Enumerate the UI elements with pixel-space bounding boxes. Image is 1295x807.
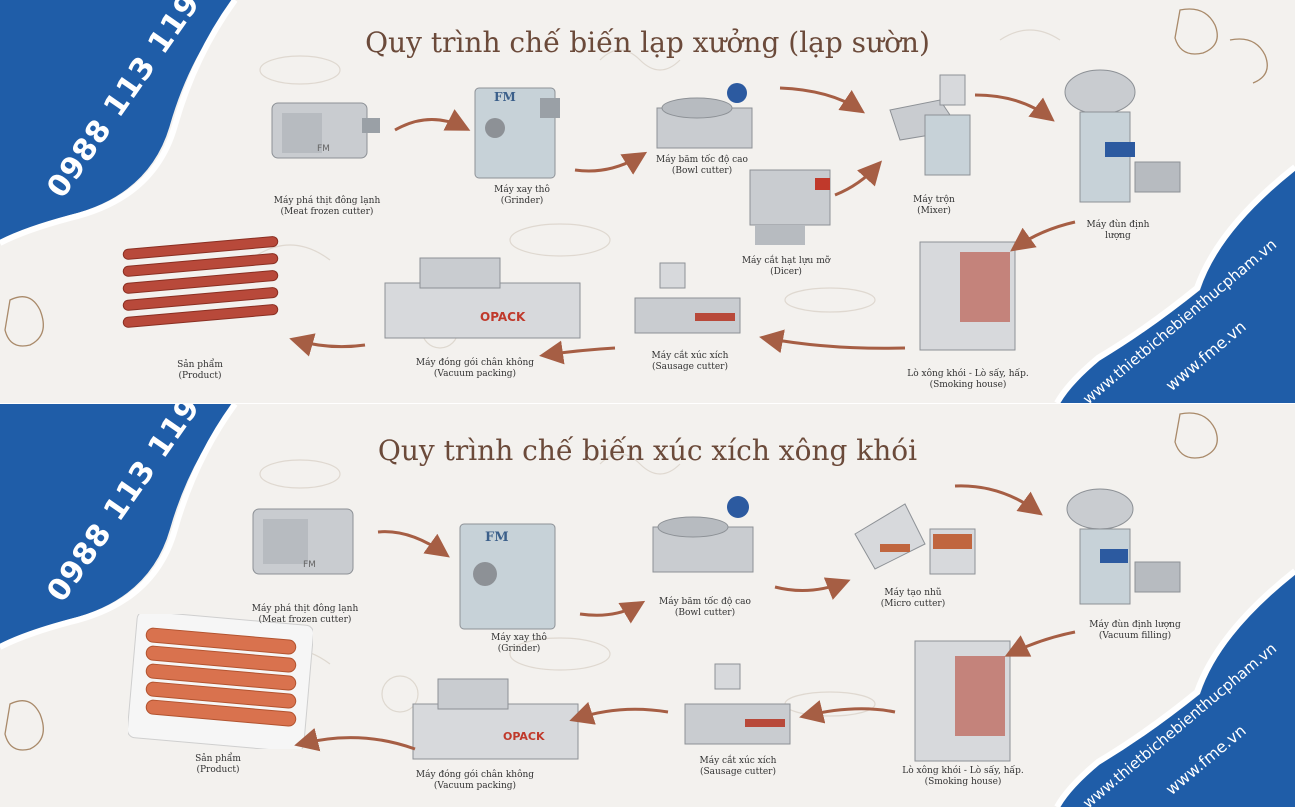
- step-label-bowl-cutter: Máy băm tốc độ cao(Bowl cutter): [659, 597, 751, 618]
- step-label-grinder: Máy xay thô(Grinder): [494, 185, 550, 206]
- step-label-vacuum-packing: Máy đóng gói chân không(Vacuum packing): [415, 770, 535, 791]
- sausage-cutter-image: [684, 663, 791, 745]
- step-label-product: Sản phẩm(Product): [195, 754, 241, 775]
- sausage-cutter-image: [634, 262, 741, 334]
- flow-arrows: [294, 484, 1076, 752]
- product-hotdog-image: [128, 614, 313, 749]
- step-label-smoking-house: Lò xông khói - Lò sấy, hấp.(Smoking hous…: [902, 766, 1024, 787]
- step-label-bowl-cutter: Máy băm tốc độ cao(Bowl cutter): [656, 155, 748, 176]
- step-label-vacuum-packing: Máy đóng gói chân không(Vacuum packing): [415, 358, 535, 379]
- step-label-vacuum-filler: Máy đùn định lượng(Vacuum filling): [1089, 620, 1181, 641]
- grinder-image: FM: [474, 87, 560, 179]
- meat-frozen-cutter-image: FM: [252, 508, 354, 575]
- fm-logo: FM: [317, 144, 330, 154]
- bowl-cutter-image: [656, 83, 753, 149]
- vacuum-filler-image: [1066, 488, 1181, 605]
- process-panel-lap-xuong: 0988 113 119 www.thietbichebienthucpham.…: [0, 0, 1295, 403]
- fm-logo: FM: [494, 90, 516, 104]
- step-label-meat-frozen-cutter: Máy phá thịt đông lạnh(Meat frozen cutte…: [273, 196, 381, 217]
- step-label-sausage-cutter: Máy cắt xúc xích(Sausage cutter): [651, 351, 729, 372]
- fm-logo: FM: [303, 560, 316, 570]
- smoking-house-image: [914, 640, 1011, 762]
- panel-background: [0, 404, 1295, 807]
- panel-title: Quy trình chế biến lạp xưởng (lạp sườn): [365, 26, 930, 59]
- process-panel-xuc-xich: 0988 113 119 www.thietbichebienthucpham.…: [0, 404, 1295, 807]
- panel-background: [0, 0, 1295, 403]
- step-label-dicer: Máy cắt hạt lựu mỡ(Dicer): [741, 256, 831, 277]
- meat-frozen-cutter-image: FM: [271, 102, 380, 159]
- step-label-grinder: Máy xay thô(Grinder): [491, 633, 547, 654]
- opack-logo: OPACK: [503, 730, 545, 743]
- step-label-sausage-cutter: Máy cắt xúc xích(Sausage cutter): [699, 756, 777, 777]
- fm-logo: FM: [485, 530, 509, 545]
- vacuum-filler-image: [1064, 69, 1181, 203]
- step-label-product: Sản phẩm(Product): [177, 360, 223, 381]
- step-label-micro-cutter: Máy tạo nhũ(Micro cutter): [880, 588, 946, 609]
- opack-logo: OPACK: [480, 310, 526, 324]
- step-label-smoking-house: Lò xông khói - Lò sấy, hấp.(Smoking hous…: [907, 369, 1029, 390]
- micro-cutter-image: [854, 503, 976, 575]
- dicer-image: [749, 169, 831, 245]
- flow-arrows: [289, 86, 1076, 365]
- step-label-meat-frozen-cutter: Máy phá thịt đông lạnh(Meat frozen cutte…: [251, 604, 359, 625]
- panel-title: Quy trình chế biến xúc xích xông khói: [377, 434, 918, 467]
- grinder-image: FM: [459, 523, 556, 630]
- smoking-house-image: [919, 241, 1016, 351]
- vacuum-packing-image: OPACK: [412, 678, 579, 760]
- product-lap-xuong-image: [122, 236, 279, 328]
- bowl-cutter-image: [652, 496, 754, 573]
- mixer-image: [889, 74, 971, 176]
- step-label-mixer: Máy trộn(Mixer): [913, 195, 955, 216]
- vacuum-packing-image: OPACK: [384, 257, 581, 339]
